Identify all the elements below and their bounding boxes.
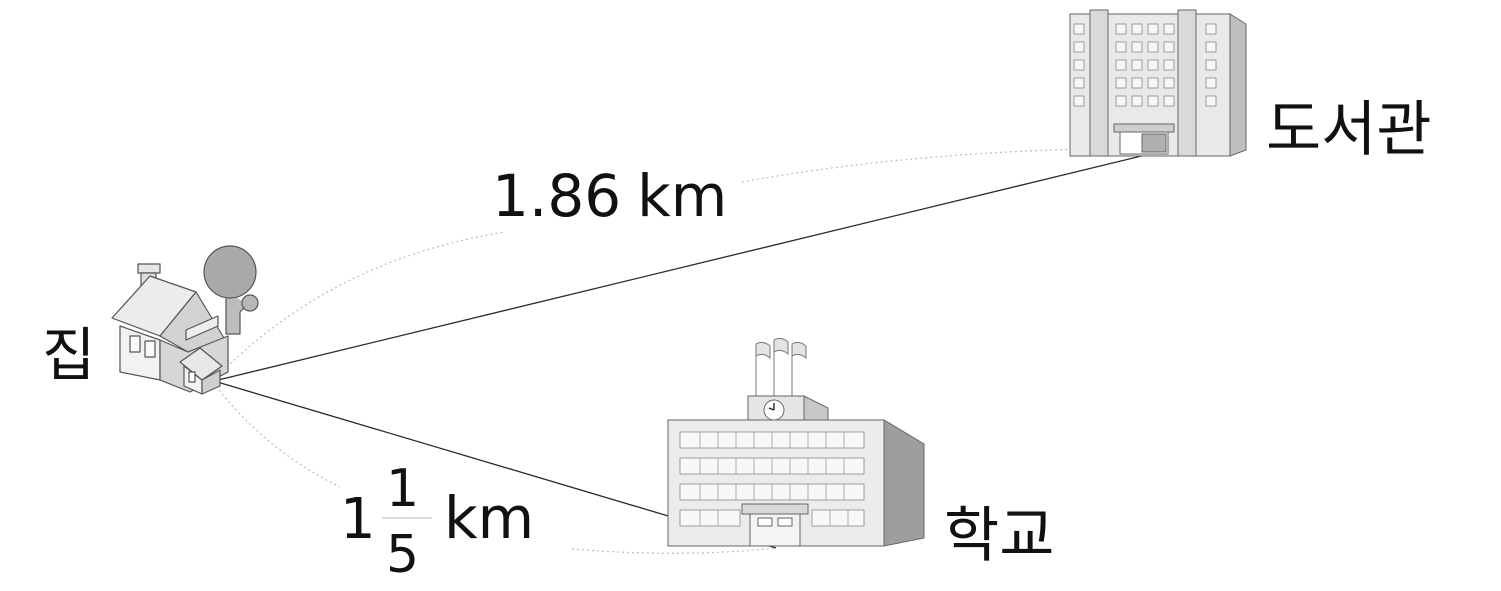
label-home: 집 <box>42 321 95 389</box>
arc-library-top <box>741 147 1161 183</box>
distance-home-school-unit: km <box>444 484 534 552</box>
label-school: 학교 <box>944 501 1054 571</box>
line-home-library <box>213 150 1163 382</box>
distance-home-library-value: 1.86 <box>492 162 621 230</box>
library-building-icon <box>1069 9 1247 157</box>
distance-home-school-denominator: 5 <box>386 525 419 585</box>
arc-school-bottom <box>571 547 777 554</box>
distance-home-library-unit: km <box>637 162 727 230</box>
arc-home-library <box>215 231 506 379</box>
house-icon <box>111 245 259 395</box>
school-building-icon <box>667 337 925 547</box>
distance-home-school-whole: 1 <box>340 487 376 552</box>
arc-home-school <box>215 385 341 488</box>
label-library: 도서관 <box>1266 95 1432 165</box>
distance-home-school: 1 1 5 km <box>340 459 534 585</box>
distance-home-school-numerator: 1 <box>386 459 419 519</box>
